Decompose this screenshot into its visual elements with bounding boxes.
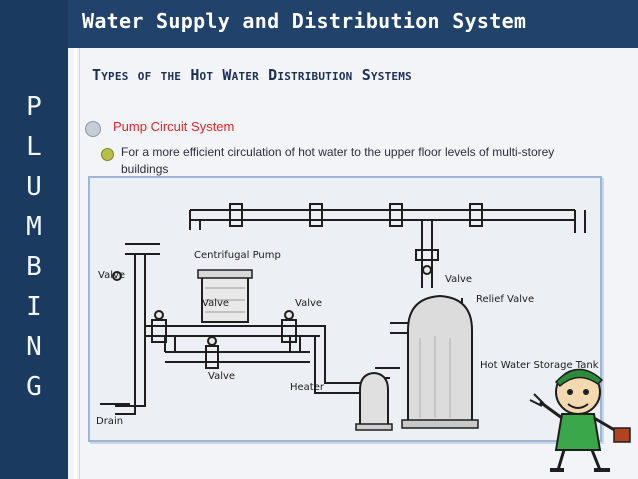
pump-circuit-diagram: Valve Centrifugal Pump Valve Valve Valve…	[88, 176, 602, 442]
page-title: Water Supply and Distribution System	[82, 9, 527, 33]
pipes	[100, 203, 586, 415]
side-letter: P	[26, 92, 42, 122]
divider	[79, 48, 80, 479]
label-drain: Drain	[96, 416, 123, 427]
label-pump: Centrifugal Pump	[194, 250, 281, 261]
label-storage-tank: Hot Water Storage Tank	[480, 360, 599, 371]
label-valve-pump-right: Valve	[295, 298, 322, 309]
label-relief-valve: Relief Valve	[476, 294, 534, 305]
side-letter: B	[26, 252, 42, 282]
bullet-description: For a more efficient circulation of hot …	[121, 145, 555, 176]
slide-subtitle: Types of the Hot Water Distribution Syst…	[92, 66, 412, 84]
side-letter: G	[26, 372, 42, 402]
storage-tank-icon	[401, 294, 479, 429]
valve-icon	[112, 265, 432, 346]
divider	[74, 48, 77, 479]
bullet-circle-icon	[85, 121, 101, 137]
diagram-svg: Valve Centrifugal Pump Valve Valve Valve…	[96, 203, 599, 431]
bullet-pump-circuit: Pump Circuit System	[113, 119, 235, 134]
label-valve-bottom: Valve	[208, 371, 235, 382]
label-valve-right: Valve	[445, 274, 472, 285]
side-letter: I	[26, 292, 42, 322]
heater-icon	[355, 371, 393, 431]
side-letter: N	[26, 332, 42, 362]
side-letter: U	[26, 172, 42, 202]
plumber-cartoon	[529, 368, 631, 472]
side-panel: P L U M B I N G	[0, 0, 68, 479]
side-letter: M	[26, 212, 42, 242]
pump-icon	[197, 269, 253, 323]
side-letter: L	[26, 132, 42, 162]
header-bar	[68, 0, 638, 48]
label-valve-left: Valve	[98, 270, 125, 281]
label-heater: Heater	[290, 382, 325, 393]
bullet-dot-icon	[101, 148, 114, 161]
label-valve-pump-left: Valve	[202, 298, 229, 309]
